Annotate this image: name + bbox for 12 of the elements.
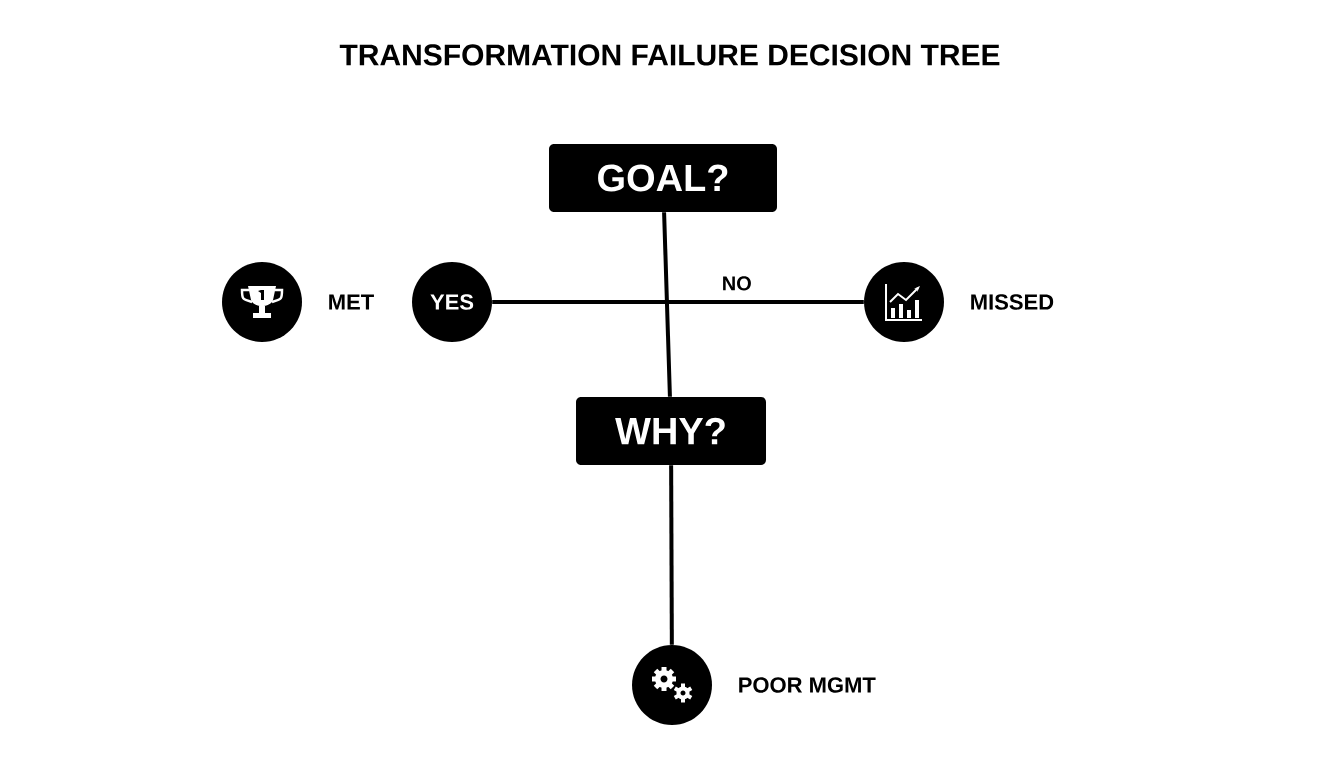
- connector-line: [662, 212, 672, 397]
- connector-line: [669, 465, 674, 645]
- icon-label: MET: [329, 294, 374, 310]
- icon-label: POOR MGMT: [739, 677, 876, 693]
- connector-line: [492, 300, 864, 304]
- decision-box: WHY?: [576, 397, 766, 465]
- edge-label: NO: [723, 276, 751, 291]
- icon-circle: [632, 645, 712, 725]
- title: TRANSFORMATION FAILURE DECISION TREE: [339, 44, 1000, 66]
- icon-circle: [864, 262, 944, 342]
- icon-label: MISSED: [971, 294, 1054, 310]
- decision-box: GOAL?: [549, 144, 777, 212]
